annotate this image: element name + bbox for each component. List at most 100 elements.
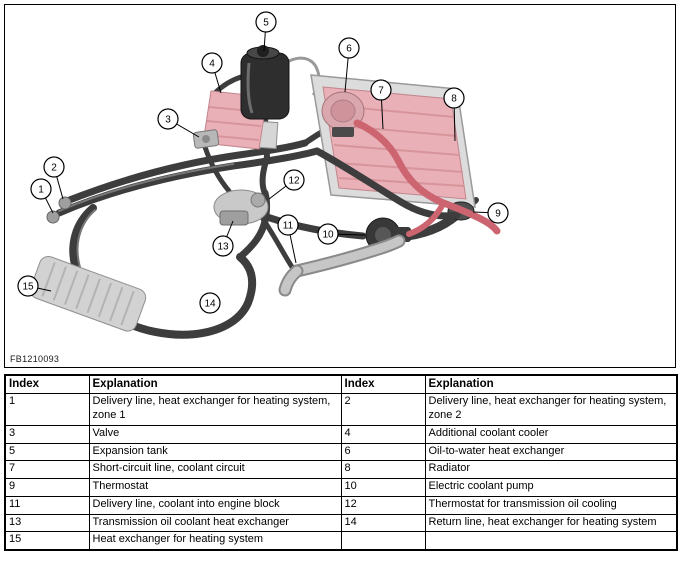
index-cell: 14 [340,513,426,533]
callout-11: 11 [277,214,299,264]
table-row: 11 Delivery line, coolant into engine bl… [4,495,678,515]
callout-number: 8 [451,94,457,105]
callout-circle [317,223,339,245]
table-row: 5 Expansion tank 6 Oil-to-water heat exc… [4,442,678,462]
callout-number: 7 [378,86,384,97]
callout-circle [487,202,509,224]
callout-number: 5 [263,18,269,29]
table-row: 15 Heat exchanger for heating system [4,531,678,551]
callout-8: 8 [443,87,465,142]
callout-circle [199,292,221,314]
explanation-cell: Short-circuit line, coolant circuit [88,460,342,480]
legend-table: Index Explanation Index Explanation 1 De… [4,374,678,552]
callout-14: 14 [199,292,221,314]
callout-circle [443,87,465,109]
return-line-loop [69,204,257,339]
callout-15: 15 [17,275,52,297]
callout-6: 6 [338,37,360,93]
callout-number: 14 [204,299,216,310]
index-cell: 4 [340,424,426,444]
callout-number: 2 [51,163,57,174]
callout-circle [30,178,52,200]
callout-number: 13 [217,242,229,253]
callout-10: 10 [317,223,366,245]
callout-number: 4 [209,59,215,70]
callout-number: 12 [288,176,300,187]
callout-number: 10 [322,230,334,241]
index-cell: 1 [4,393,90,426]
callout-number: 11 [283,221,294,232]
index-cell: 6 [340,442,426,462]
col-header-explanation-left: Explanation [88,374,342,395]
explanation-cell: Electric coolant pump [424,478,678,497]
index-cell: 9 [4,478,90,497]
callout-circle [283,169,305,191]
index-cell: 7 [4,460,90,480]
index-cell: 12 [340,495,426,515]
index-cell: 15 [4,531,90,551]
callout-number: 9 [495,209,501,220]
callout-circle [370,79,392,101]
callout-7: 7 [370,79,392,130]
explanation-cell: Transmission oil coolant heat exchanger [88,513,342,533]
callout-circle [17,275,39,297]
short-circuit-line [353,119,501,237]
explanation-cell: Delivery line, coolant into engine block [88,495,342,515]
index-cell: 10 [340,478,426,497]
callout-number: 3 [165,115,171,126]
col-header-explanation-right: Explanation [424,374,678,395]
delivery-line-engine-block [278,234,406,297]
explanation-cell: Oil-to-water heat exchanger [424,442,678,462]
legend-header-row: Index Explanation Index Explanation [4,374,678,395]
explanation-cell: Return line, heat exchanger for heating … [424,513,678,533]
heating-heat-exchanger [29,255,147,332]
explanation-cell: Radiator [424,460,678,480]
index-cell: 13 [4,513,90,533]
explanation-cell: Thermostat [88,478,342,497]
index-cell [340,531,426,551]
index-cell: 3 [4,424,90,444]
callout-9: 9 [472,202,509,224]
index-cell: 8 [340,460,426,480]
callout-circle [43,156,65,178]
callout-circle [201,52,223,74]
explanation-cell: Expansion tank [88,442,342,462]
callout-circle [212,235,234,257]
explanation-cell: Delivery line, heat exchanger for heatin… [88,393,342,426]
transmission-oil-cooler-cluster [213,189,269,226]
callout-circle [157,108,179,130]
explanation-cell: Additional coolant cooler [424,424,678,444]
col-header-index-right: Index [340,374,426,395]
explanation-cell: Delivery line, heat exchanger for heatin… [424,393,678,426]
callout-3: 3 [157,108,200,138]
callout-number: 15 [22,282,34,293]
explanation-cell: Valve [88,424,342,444]
callout-circle [255,11,277,33]
explanation-cell: Heat exchanger for heating system [88,531,342,551]
callout-1: 1 [30,178,54,214]
callout-circle [338,37,360,59]
callout-circle [277,214,299,236]
col-header-index-left: Index [4,374,90,395]
table-row: 9 Thermostat 10 Electric coolant pump [4,478,678,497]
callout-number: 6 [346,44,352,55]
callout-13: 13 [212,220,234,257]
table-row: 3 Valve 4 Additional coolant cooler [4,424,678,444]
explanation-cell: Thermostat for transmission oil cooling [424,495,678,515]
explanation-cell [424,531,678,551]
table-row: 7 Short-circuit line, coolant circuit 8 … [4,460,678,480]
valve [192,129,220,149]
index-cell: 5 [4,442,90,462]
index-cell: 2 [340,393,426,426]
table-row: 13 Transmission oil coolant heat exchang… [4,513,678,533]
index-cell: 11 [4,495,90,515]
callout-2: 2 [43,156,65,200]
figure-code: FB1210093 [10,354,60,364]
callout-12: 12 [268,169,305,200]
callout-5: 5 [255,11,277,52]
oil-to-water-heat-exchanger [321,91,365,137]
